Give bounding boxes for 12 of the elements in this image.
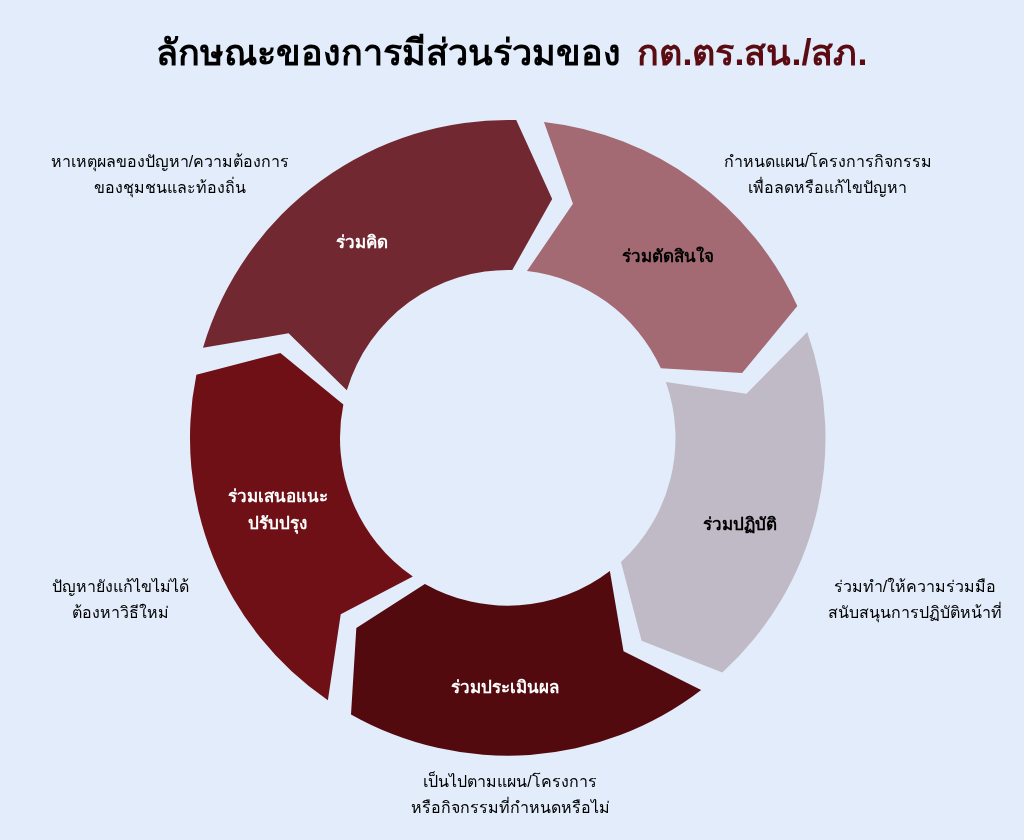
- description-text: ปัญหายังแก้ไขไม่ได้ ต้องหาวิธีใหม่: [51, 577, 189, 623]
- title-highlight: กต.ตร.สน./สภ.: [637, 31, 868, 75]
- description-text: ร่วมทำ/ให้ความร่วมมือ สนับสนุนการปฏิบัติหน้าที่: [828, 576, 1002, 625]
- segment-label: ร่วมเสนอแนะ ปรับปรุง: [227, 485, 329, 536]
- segment-label: ร่วมตัดสินใจ: [621, 245, 715, 269]
- description-text: กำหนดแผน/โครงการกิจกรรม เพื่อลดหรือแก้ไขปัญหา: [723, 151, 933, 199]
- segment-label: ร่วมปฏิบัติ: [702, 514, 778, 537]
- segment-label: ร่วมประเมินผล: [450, 677, 560, 700]
- title: ลักษณะของการมีส่วนร่วมของ: [156, 31, 622, 75]
- description-text: เป็นไปตามแผน/โครงการ หรือกิจกรรมที่กำหนดหรือไม่: [410, 770, 610, 818]
- description-text: หาเหตุผลของปัญหา/ความต้องการ ของชุมชนและท้องถิ่น: [50, 152, 290, 200]
- segment-label: ร่วมคิด: [335, 232, 389, 255]
